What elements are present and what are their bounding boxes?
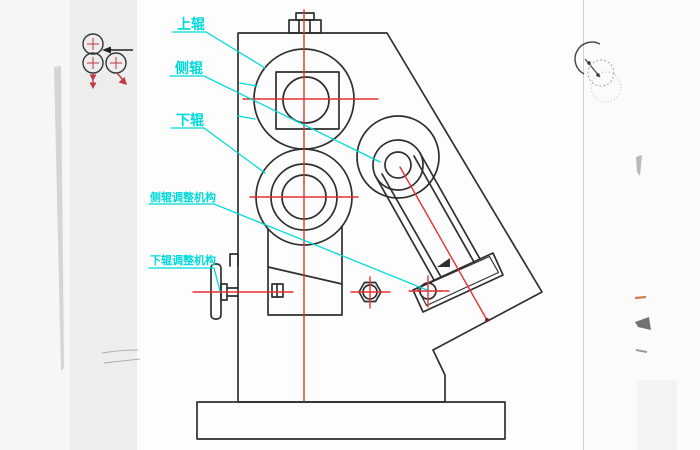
callout-lower-roller: 下辊 xyxy=(176,112,204,129)
roller-center-crosses xyxy=(87,38,122,69)
arm-axis-centerline xyxy=(399,166,488,321)
diagonal-motion-arrow xyxy=(116,72,127,85)
leader-upper-roller xyxy=(171,31,266,69)
callout-side-roller: 侧辊 xyxy=(175,60,203,77)
upper-bearing-block xyxy=(275,71,340,130)
leader-lower-roller xyxy=(170,127,266,174)
feed-direction-arrow xyxy=(102,46,133,54)
page-curl-shadow xyxy=(54,66,64,371)
faint-curve-lines xyxy=(101,349,141,364)
base-plate xyxy=(196,401,506,440)
side-roller-hub xyxy=(356,115,440,199)
frame-outline xyxy=(237,32,543,403)
leader-side-adjuster xyxy=(148,203,428,291)
callout-upper-roller: 上辊 xyxy=(177,16,205,33)
dashed-overlapping-circles-icon xyxy=(574,41,622,103)
centerlines xyxy=(192,9,489,402)
lower-housing-block xyxy=(267,225,343,316)
adjacent-page-edge xyxy=(583,0,700,450)
leader-tick-1 xyxy=(239,82,258,87)
bolt-crosshair xyxy=(408,275,450,308)
section-mark xyxy=(437,258,450,267)
adjusting-arm xyxy=(375,152,481,281)
down-motion-arrow xyxy=(89,74,97,89)
leader-lower-adjuster xyxy=(148,267,221,292)
callout-side-adjuster: 侧辊调整机构 xyxy=(150,190,216,204)
three-roller-feed-direction-icon xyxy=(82,33,133,89)
bracket-clip-detail xyxy=(229,253,239,267)
leader-side-roller xyxy=(169,75,381,163)
drawing-page xyxy=(137,0,583,450)
machine-outline xyxy=(196,12,543,440)
callout-leaders xyxy=(148,31,428,292)
top-screw xyxy=(288,12,322,34)
leader-tick-2 xyxy=(237,115,256,120)
callout-lower-adjuster: 下辊调整机构 xyxy=(150,253,216,267)
nut-crosshair xyxy=(350,276,391,309)
callout-labels: 上辊 侧辊 下辊 侧辊调整机构 下辊调整机构 xyxy=(150,16,216,267)
next-page-smudges xyxy=(634,155,677,450)
adjusting-bracket xyxy=(412,252,504,313)
